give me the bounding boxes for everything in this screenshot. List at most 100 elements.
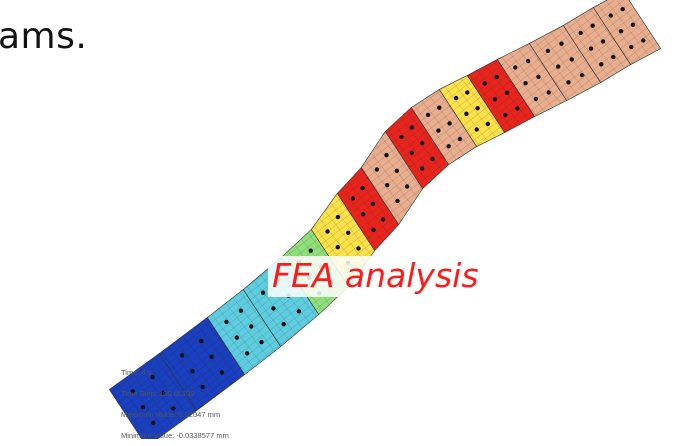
node-marker [513, 65, 518, 70]
node-marker [579, 72, 585, 78]
node-marker [599, 62, 604, 67]
fea-analysis-caption: FEA analysis [268, 256, 483, 297]
node-marker [404, 184, 410, 189]
node-marker [503, 112, 508, 118]
node-marker [244, 351, 250, 356]
node-marker [394, 168, 399, 173]
node-marker [259, 339, 264, 345]
node-marker [385, 183, 390, 188]
beam-panel-mesh [563, 7, 631, 83]
node-marker [150, 374, 155, 380]
node-marker [578, 30, 583, 36]
node-marker [370, 201, 375, 206]
node-marker [504, 90, 510, 96]
node-marker [199, 338, 204, 344]
node-marker [409, 125, 415, 130]
node-marker [325, 229, 330, 234]
node-marker [209, 354, 214, 359]
node-marker [374, 167, 380, 172]
beam-panel-mesh [497, 43, 567, 117]
node-marker [151, 420, 156, 426]
node-marker [384, 152, 389, 158]
node-marker [296, 309, 302, 314]
node-marker [130, 389, 135, 394]
node-marker [588, 46, 594, 51]
node-marker [409, 150, 414, 155]
node-marker [140, 405, 146, 410]
node-marker [371, 227, 376, 233]
node-marker [620, 6, 625, 12]
node-marker [281, 321, 286, 327]
node-marker [436, 128, 441, 133]
time-step-readout: Time Step: 100 of 100 [121, 389, 195, 398]
node-marker [271, 306, 276, 311]
node-marker [611, 54, 616, 60]
node-marker [536, 74, 541, 80]
node-marker [179, 353, 185, 358]
node-marker [515, 106, 520, 111]
node-marker [335, 245, 340, 250]
node-marker [482, 81, 487, 86]
node-marker [608, 13, 613, 18]
beam-panel-mesh [109, 353, 197, 439]
node-marker [356, 246, 361, 251]
node-marker [546, 90, 551, 95]
node-marker [533, 96, 539, 102]
node-marker [569, 57, 574, 62]
node-marker [641, 38, 646, 43]
node-marker [234, 335, 239, 340]
node-marker [618, 29, 624, 34]
node-marker [200, 384, 205, 390]
node-marker [224, 319, 229, 325]
support-nodes [130, 6, 646, 426]
beam-panel-mesh [439, 75, 505, 147]
beam-panel-mesh [361, 131, 423, 225]
node-marker [453, 95, 459, 101]
beam-panel-mesh [337, 167, 399, 251]
node-marker [361, 212, 366, 217]
node-marker [420, 141, 425, 146]
slide-heading-fragment: ams. [0, 16, 88, 57]
node-marker [190, 369, 195, 374]
node-marker [475, 106, 480, 111]
node-marker [494, 74, 499, 80]
node-marker [464, 111, 469, 117]
beam-panel-mesh [385, 107, 449, 189]
node-marker [419, 166, 425, 171]
beam-panel-mesh [243, 257, 319, 347]
node-marker [629, 44, 634, 50]
node-marker [556, 64, 561, 69]
maximum-value-readout: Maximum Value: 0.22047 mm [121, 410, 221, 419]
node-marker [545, 48, 551, 54]
node-marker [447, 121, 452, 126]
node-marker [160, 390, 166, 395]
time-readout: Time: 4 s [121, 368, 152, 377]
node-marker [395, 198, 400, 204]
node-marker [525, 58, 531, 64]
node-marker [360, 185, 365, 191]
node-marker [335, 214, 341, 220]
node-marker [425, 112, 431, 118]
node-marker [559, 41, 564, 46]
beam-panel-mesh [529, 25, 601, 101]
node-marker [346, 230, 351, 235]
node-marker [630, 22, 636, 27]
node-marker [590, 23, 595, 28]
node-marker [474, 127, 479, 132]
node-marker [380, 217, 386, 222]
minimum-value-readout: Minimum Value: -0.0338577 mm [121, 431, 229, 440]
node-marker [457, 136, 463, 142]
node-marker [399, 134, 404, 140]
node-marker [249, 324, 254, 329]
beam-panel-mesh [411, 89, 477, 165]
node-marker [238, 308, 244, 313]
beam-panel-mesh [207, 289, 281, 375]
node-marker [437, 105, 442, 110]
node-marker [446, 144, 451, 149]
node-marker [465, 90, 470, 95]
beam-mesh [108, 0, 662, 439]
results-info-panel: Time: 4 s Time Step: 100 of 100 Maximum … [121, 362, 229, 446]
node-marker [219, 370, 225, 375]
beam-panel-mesh [467, 59, 535, 133]
node-marker [485, 121, 491, 127]
